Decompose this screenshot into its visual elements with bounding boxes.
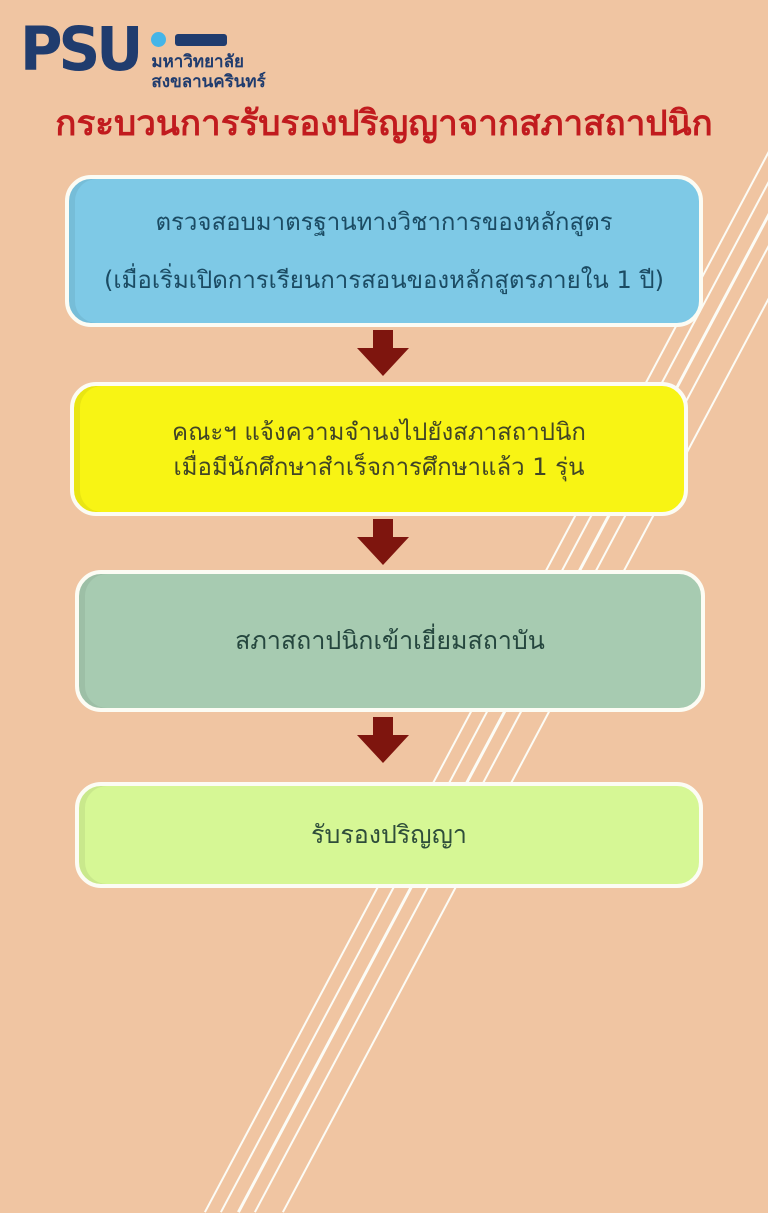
down-arrow-icon [357,519,409,565]
flow-step-2-line-1: คณะฯ แจ้งความจำนงไปยังสภาสถาปนิก [172,417,586,446]
flow-step-1-line-1: ตรวจสอบมาตรฐานทางวิชาการของหลักสูตร [155,208,613,236]
flow-step-2: คณะฯ แจ้งความจำนงไปยังสภาสถาปนิก เมื่อมี… [70,382,688,516]
flow-step-2-line-2: เมื่อมีนักศึกษาสำเร็จการศึกษาแล้ว 1 รุ่น [173,452,585,481]
flow-step-3: สภาสถาปนิกเข้าเยี่ยมสถาบัน [75,570,705,712]
psu-logo-acronym: PSU [20,13,143,85]
down-arrow-icon [357,330,409,376]
flow-step-3-line-1: สภาสถาปนิกเข้าเยี่ยมสถาบัน [235,626,545,656]
down-arrow-icon [357,717,409,763]
flow-step-4: รับรองปริญญา [75,782,703,888]
flow-step-4-line-1: รับรองปริญญา [311,820,467,850]
logo-university-line1: มหาวิทยาลัย [151,52,244,72]
page-title: กระบวนการรับรองปริญญาจากสภาสถาปนิก [55,104,713,144]
psu-logo: PSU มหาวิทยาลัย สงขลานครินทร์ [20,13,266,93]
logo-university-line2: สงขลานครินทร์ [151,72,266,93]
flow-step-1: ตรวจสอบมาตรฐานทางวิชาการของหลักสูตร (เมื… [65,175,703,327]
flow-step-1-line-2: (เมื่อเริ่มเปิดการเรียนการสอนของหลักสูตร… [104,266,664,294]
logo-dot-icon [151,32,167,47]
logo-bar-icon [175,33,228,46]
